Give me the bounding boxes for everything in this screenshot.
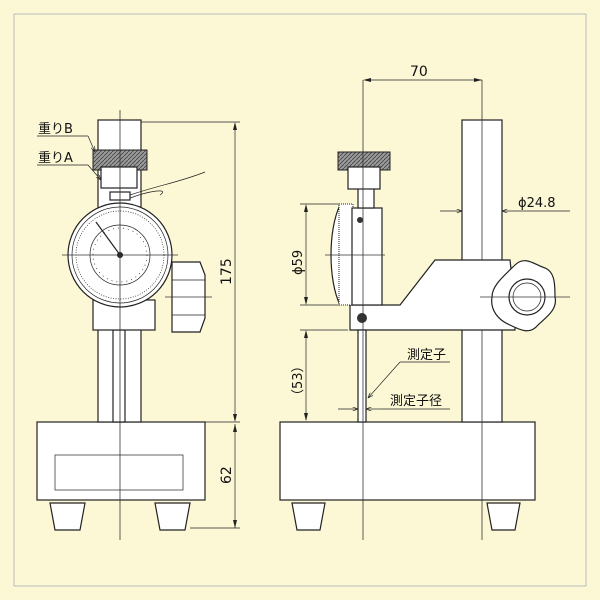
front-base (36, 421, 206, 501)
front-foot-right (154, 502, 191, 531)
clamp-screw (357, 313, 367, 323)
front-view: 重りB 重りA 175 62 (36, 110, 240, 540)
dim-62: 62 (219, 466, 235, 484)
dim-70: 70 (410, 64, 428, 80)
label-probe-diameter: 測定子径 (390, 394, 442, 409)
side-base (279, 421, 536, 501)
front-base-window (54, 454, 184, 491)
label-probe: 測定子 (407, 348, 446, 363)
dim-dial-diameter: ϕ59 (291, 250, 306, 275)
dial-bezel (338, 203, 354, 306)
frame (13, 13, 587, 587)
label-weight-a: 重りA (38, 150, 73, 166)
side-foot-right (486, 502, 521, 531)
side-view: 70 ϕ24.8 ϕ59 （53） 測定子 測定子径 (279, 64, 570, 540)
front-foot-left (49, 502, 86, 531)
lifting-wire (124, 171, 206, 201)
side-weight-a (347, 166, 381, 190)
front-probe-stem (112, 329, 126, 423)
side-probe (357, 329, 367, 423)
weight-a (100, 166, 138, 189)
dial-body (351, 207, 383, 306)
dim-probe-length: （53） (291, 359, 306, 402)
side-foot-left (291, 502, 326, 531)
label-weight-b: 重りB (38, 121, 73, 137)
dim-175: 175 (219, 258, 235, 285)
dim-column-diameter: ϕ24.8 (518, 196, 556, 211)
dial-needle (95, 221, 121, 256)
dial-stem (357, 187, 375, 209)
